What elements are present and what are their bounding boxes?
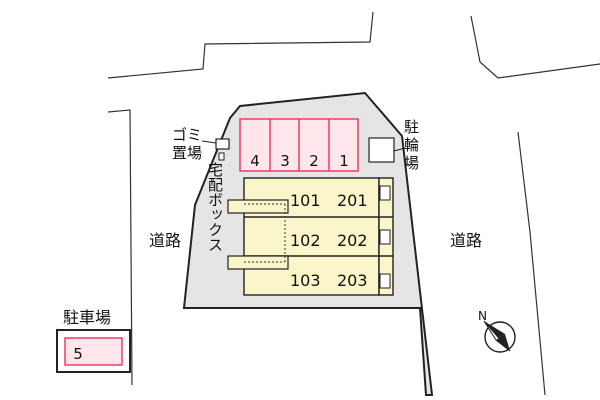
parking-slot-2: 2 [309, 152, 319, 170]
garbage-area-label: ゴミ 置場 [172, 126, 203, 162]
road-right-label: 道路 [450, 231, 483, 250]
road-boundaries [107, 11, 600, 396]
building [227, 177, 394, 296]
parking-slot-1: 1 [339, 152, 349, 170]
compass-icon [483, 320, 516, 353]
compass-north-label: N [478, 309, 487, 323]
road-left-label: 道路 [149, 231, 182, 250]
parking-slot-5: 5 [73, 345, 83, 363]
parking-slot-3: 3 [280, 152, 290, 170]
delivery-box-label: 宅配ボックス [206, 162, 224, 252]
unit-102: 102 [290, 231, 321, 250]
parking-label: 駐車場 [63, 308, 112, 327]
unit-202: 202 [337, 231, 368, 250]
unit-101: 101 [290, 191, 321, 210]
parking-block [239, 118, 359, 172]
delivery-box-marker [218, 152, 225, 161]
bicycle-parking-label: 駐 輪 場 [404, 118, 420, 172]
unit-203: 203 [337, 271, 368, 290]
bicycle-parking-marker [368, 137, 395, 163]
garbage-bin-marker [215, 138, 230, 150]
unit-103: 103 [290, 271, 321, 290]
parking-slot-4: 4 [250, 152, 260, 170]
offsite-parking [56, 329, 131, 373]
unit-201: 201 [337, 191, 368, 210]
